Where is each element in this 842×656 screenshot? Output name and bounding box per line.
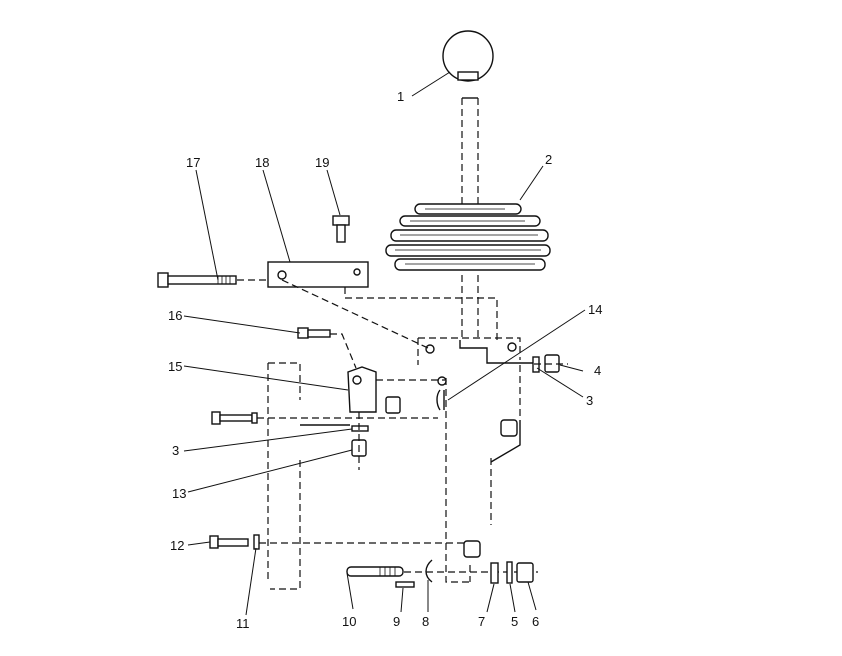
callout-12: 12: [170, 538, 184, 553]
callout-8: 8: [422, 614, 429, 629]
part-main-plate: [417, 337, 534, 583]
part-bottom-bolt: [346, 559, 538, 588]
leader-lines: [183, 71, 586, 616]
callout-19: 19: [315, 155, 329, 170]
part-long-bolt: [157, 272, 268, 288]
part-pin: [297, 327, 357, 369]
part-boot: [385, 203, 551, 271]
callout-10: 10: [342, 614, 356, 629]
callout-labels: 1 2 3 3 4 5 6 7 8 9 10 11 12 13 14 15 16…: [168, 89, 602, 631]
callout-5: 5: [511, 614, 518, 629]
part-inner-nut: [385, 396, 401, 414]
callout-7: 7: [478, 614, 485, 629]
part-small-bolt: [332, 215, 350, 243]
part-bracket: [267, 261, 498, 349]
part-mid-bolt: [211, 411, 438, 425]
callout-16: 16: [168, 308, 182, 323]
part-shift-arm: [347, 366, 447, 413]
part-frame: [267, 362, 350, 590]
part-bottom-hardware: [490, 561, 534, 584]
part-lower-bolt: [209, 534, 464, 550]
callout-2: 2: [545, 152, 552, 167]
callout-6: 6: [532, 614, 539, 629]
callout-1: 1: [397, 89, 404, 104]
part-washer-nut: [351, 412, 369, 470]
callout-4: 4: [594, 363, 601, 378]
callout-13: 13: [172, 486, 186, 501]
part-knob: [442, 30, 494, 82]
callout-11: 11: [236, 616, 250, 631]
callout-15: 15: [168, 359, 182, 374]
part-cotter-pin: [436, 389, 445, 411]
part-right-nut: [532, 354, 568, 373]
callout-3-middle: 3: [172, 443, 179, 458]
callout-9: 9: [393, 614, 400, 629]
callout-18: 18: [255, 155, 269, 170]
part-lever-shaft: [461, 97, 479, 340]
callout-14: 14: [588, 302, 602, 317]
callout-3-right: 3: [586, 393, 593, 408]
callout-17: 17: [186, 155, 200, 170]
